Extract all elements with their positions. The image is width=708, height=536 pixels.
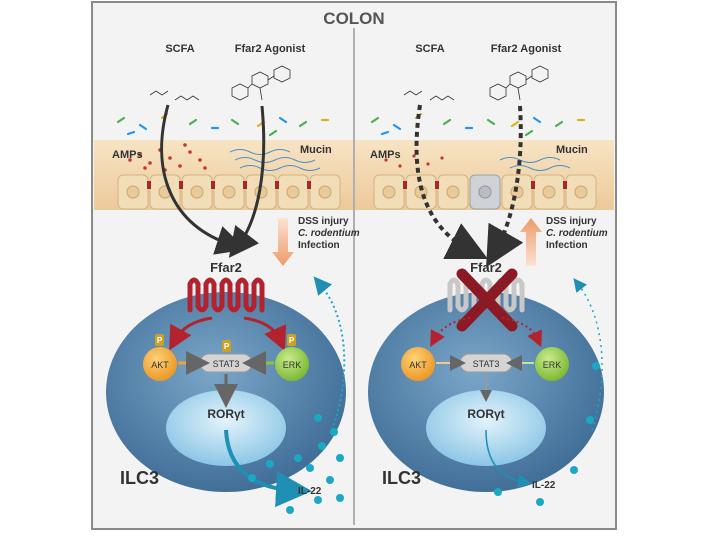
right-amp-dots bbox=[384, 154, 444, 168]
left-akt-label: AKT bbox=[151, 360, 169, 370]
left-mucin-strands bbox=[229, 149, 321, 171]
right-erk-label: ERK bbox=[543, 360, 562, 370]
left-bacteria bbox=[116, 112, 330, 137]
left-rorgt-label: RORγt bbox=[207, 407, 244, 421]
right-scfa-structure bbox=[403, 90, 455, 101]
right-erk-node bbox=[535, 347, 569, 381]
left-erk-phospho bbox=[287, 334, 296, 346]
right-arrow-to-erk bbox=[501, 317, 543, 348]
left-arrow-to-akt bbox=[169, 316, 213, 351]
right-il22-label: IL-22 bbox=[532, 480, 556, 491]
left-il22-arrow bbox=[224, 429, 312, 508]
right-agonist-structure bbox=[489, 65, 549, 101]
right-scfa-arrow bbox=[414, 104, 488, 259]
left-erk-p-label: P bbox=[289, 336, 295, 345]
right-il22-arrow bbox=[485, 429, 532, 488]
figure-title: COLON bbox=[323, 9, 384, 28]
left-injury-line1: DSS injury bbox=[298, 216, 349, 227]
left-scfa-arrow bbox=[160, 104, 247, 255]
left-il22-label: IL-22 bbox=[298, 486, 322, 497]
left-akt-p-label: P bbox=[157, 336, 163, 345]
right-rorgt-label: RORγt bbox=[467, 407, 504, 421]
left-il22-dots bbox=[248, 414, 344, 514]
right-injury-arrow bbox=[520, 218, 542, 266]
left-stat3-label: STAT3 bbox=[213, 359, 240, 369]
right-il22-dots bbox=[494, 362, 600, 506]
right-ilc3-label: ILC3 bbox=[382, 468, 421, 488]
right-ffar2-label: Ffar2 bbox=[470, 260, 502, 275]
right-feedback-arrow bbox=[573, 278, 603, 431]
left-panel: SCFA Ffar2 Agonist bbox=[94, 43, 360, 514]
left-injury-line2: C. rodentium bbox=[298, 228, 360, 239]
right-scfa-label: SCFA bbox=[415, 43, 444, 55]
right-mucin-strands bbox=[499, 157, 571, 171]
left-cell-nuclei bbox=[126, 185, 332, 199]
right-agonist-label: Ffar2 Agonist bbox=[491, 43, 562, 55]
right-tight-junctions bbox=[403, 181, 567, 189]
left-agonist-label: Ffar2 Agonist bbox=[235, 43, 306, 55]
left-amps-label: AMPs bbox=[112, 149, 143, 161]
left-injury-arrow bbox=[272, 218, 294, 266]
right-nucleus bbox=[426, 390, 546, 466]
left-erk-label: ERK bbox=[283, 360, 302, 370]
left-scfa-label: SCFA bbox=[165, 43, 194, 55]
right-injury-line1: DSS injury bbox=[546, 216, 597, 227]
right-mucin-label: Mucin bbox=[556, 144, 588, 156]
right-stat3-label: STAT3 bbox=[473, 359, 500, 369]
left-ffar2-label: Ffar2 bbox=[210, 260, 242, 275]
right-arrow-to-akt bbox=[430, 317, 471, 347]
left-scfa-structure bbox=[149, 90, 200, 101]
right-akt-node bbox=[401, 347, 435, 381]
left-arrow-to-erk bbox=[243, 316, 287, 351]
left-feedback-arrow bbox=[313, 276, 346, 431]
right-agonist-arrow bbox=[486, 105, 524, 268]
left-akt-phospho bbox=[155, 334, 164, 346]
left-akt-node bbox=[143, 347, 177, 381]
left-injury-line3: Infection bbox=[298, 240, 340, 251]
left-stat3-phospho bbox=[222, 340, 231, 352]
right-ffar2-receptor bbox=[447, 277, 525, 313]
right-injury-line2: C. rodentium bbox=[546, 228, 608, 239]
right-injury-line3: Infection bbox=[546, 240, 588, 251]
left-ilc3-label: ILC3 bbox=[120, 468, 159, 488]
left-agonist-arrow bbox=[228, 105, 266, 258]
left-stat3-p-label: P bbox=[224, 342, 230, 351]
right-panel: SCFA Ffar2 Agonist bbox=[355, 43, 614, 506]
left-agonist-structure bbox=[231, 65, 291, 101]
right-akt-label: AKT bbox=[409, 360, 427, 370]
left-ffar2-receptor bbox=[187, 277, 265, 313]
left-tight-junctions bbox=[147, 181, 311, 189]
left-nucleus bbox=[166, 390, 286, 466]
left-erk-node bbox=[275, 347, 309, 381]
right-amps-label: AMPs bbox=[370, 149, 401, 161]
left-mucin-label: Mucin bbox=[300, 144, 332, 156]
